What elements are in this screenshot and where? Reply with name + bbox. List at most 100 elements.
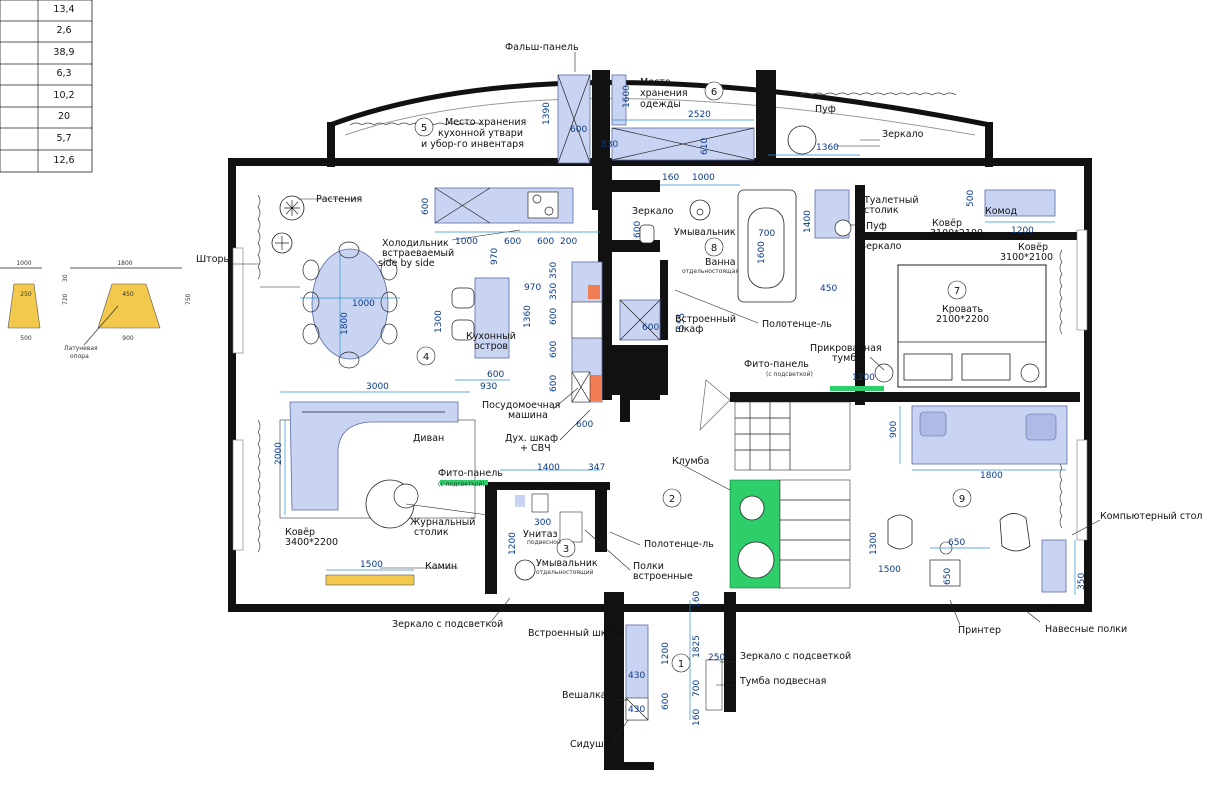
label-brass: Латуневая: [64, 345, 98, 352]
bedroom-7: [787, 125, 1056, 391]
label-towel: Полотенце-ль: [762, 319, 832, 330]
label-shelves: встроенные: [633, 571, 693, 582]
toilet-icon: [531, 493, 549, 513]
dimension-label: 200: [560, 237, 577, 247]
label-oven: + СВЧ: [520, 443, 551, 454]
dimension-label: 555: [677, 313, 687, 330]
dimension-label: 1000: [692, 173, 715, 183]
dimension-label: 430: [628, 671, 645, 681]
walls: [228, 70, 1092, 770]
table-cell: 5,7: [56, 133, 71, 144]
room-number: 9: [959, 494, 965, 505]
label-storage-kitchen: Место хранения: [445, 117, 526, 128]
dimension-label: 600: [576, 420, 593, 430]
dimension-label: 2520: [688, 110, 711, 120]
label-storage-clothes: Место: [640, 77, 671, 88]
dimension-label: 1390: [542, 102, 552, 125]
dimension-label: 970: [490, 248, 500, 265]
label-mirror-lit: Зеркало с подсветкой: [392, 619, 503, 630]
dimension-label: 450: [122, 291, 134, 298]
living-room: [279, 401, 488, 586]
label-carpet-living: Ковёр: [285, 527, 315, 538]
table-cell: 20: [58, 111, 70, 122]
label-hanging-shelves: Навесные полки: [1045, 624, 1127, 635]
dimension-label: 700: [758, 229, 775, 239]
dimension-label: 1800: [980, 471, 1003, 481]
brass-support-icon: [97, 283, 161, 329]
dimension-label: 600: [487, 370, 504, 380]
dimension-label: 1825: [692, 635, 702, 658]
dimension-label: 600: [642, 323, 659, 333]
dimension-label: 350: [549, 283, 559, 300]
dimension-label: 160: [692, 709, 702, 726]
label-bedside: тумба: [832, 353, 862, 364]
dimension-label: 1600: [757, 241, 767, 264]
label-dishwasher: машина: [508, 410, 548, 421]
label-towel2: Полотенце-ль: [644, 539, 714, 550]
label-pouf2: Пуф: [866, 221, 887, 232]
sink-icon: [571, 301, 603, 339]
label-builtin-wardrobe: шкаф: [675, 324, 703, 335]
label-builtin-wardrobe: Встроенный: [675, 314, 736, 325]
dimension-label: 300: [534, 518, 551, 528]
label-hanging-cabinet: Тумба подвесная: [739, 676, 826, 687]
dimension-label: 1400: [803, 210, 813, 233]
label-fireplace: Камин: [425, 561, 457, 572]
label-fridge: встраеваемый: [382, 248, 454, 259]
dimension-label: 250: [708, 653, 725, 663]
dimension-label: 160: [692, 591, 702, 608]
dimension-label: 500: [20, 335, 32, 342]
table-cell: 2,6: [56, 25, 71, 36]
dimension-label: 1200: [508, 532, 518, 555]
stairs-icon: [734, 401, 851, 471]
label-dishwasher: Посудомоечная: [482, 400, 560, 411]
label-carpet-living: 3400*2200: [285, 537, 338, 548]
dimension-label: 430: [628, 705, 645, 715]
annotations: Фальш-панель Место хранения кухонной утв…: [196, 42, 1203, 750]
chair-icon: [999, 513, 1031, 552]
dimension-label: 600: [421, 198, 431, 215]
label-printer: Принтер: [958, 625, 1001, 636]
label-fridge: Холодильник: [382, 238, 449, 249]
dimension-label: 1500: [360, 560, 383, 570]
dimension-label: 610: [700, 138, 710, 155]
shelves-icon: [559, 511, 583, 543]
label-bedside: Прикроватная: [810, 343, 882, 354]
dimension-label: 700: [692, 680, 702, 697]
dimension-label: 750: [185, 293, 192, 305]
dimension-label: 600: [661, 693, 671, 710]
dimension-label: 500: [966, 190, 976, 207]
label-phyto-panel2: Фито-панель: [744, 359, 809, 370]
label-mirror: Зеркало: [882, 129, 924, 140]
dimension-label: 1200: [1011, 226, 1034, 236]
dimension-label: 600: [504, 237, 521, 247]
hall: [699, 379, 851, 589]
phyto-panel-icon: [830, 386, 884, 391]
dimension-label: 160: [662, 173, 679, 183]
label-oven: Дух. шкаф: [505, 433, 558, 444]
label-hanger: Вешалка: [562, 690, 607, 701]
toilet-icon: [639, 224, 655, 244]
dimension-label: 1500: [878, 565, 901, 575]
label-mirror2: Зеркало: [860, 241, 902, 252]
dimension-label: 347: [588, 463, 605, 473]
table-detail: 1000 1800 250 450 720 30 750 500 900 Лат…: [0, 260, 192, 360]
label-computer-desk: Компьютерный стол: [1100, 511, 1203, 522]
area-table: 13,4 2,6 38,9 6,3 10,2 20 5,7 12,6: [0, 0, 93, 173]
label-dresser: Комод: [985, 206, 1018, 217]
label-phyto-sub2: (с подсветкой): [766, 371, 813, 378]
dimension-label: 900: [889, 421, 899, 438]
dining-area: [302, 241, 510, 369]
label-flowerbed: Клумба: [672, 456, 709, 467]
dimension-label: 930: [480, 382, 497, 392]
dimension-label: 720: [62, 293, 69, 305]
room-number: 7: [954, 286, 960, 297]
table-cell: 6,3: [56, 68, 71, 79]
dimension-label: 1600: [622, 85, 632, 108]
label-sofa: Диван: [413, 433, 444, 444]
label-shelves: Полки: [633, 561, 664, 572]
label-plants: Растения: [316, 194, 362, 205]
label-coffee-table: столик: [414, 527, 449, 538]
label-coffee-table: Журнальный: [410, 517, 475, 528]
